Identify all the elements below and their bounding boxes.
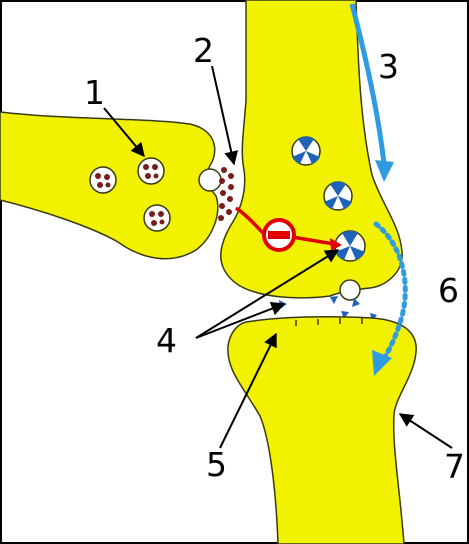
release-pocket-central	[340, 280, 360, 300]
label-3: 3	[378, 47, 399, 86]
vesicle-left-1	[90, 167, 116, 193]
label-2: 2	[193, 31, 214, 70]
vesicle-left-2	[138, 158, 164, 184]
label-5: 5	[206, 445, 227, 484]
release-pocket-left	[199, 169, 221, 191]
label-4: 4	[156, 321, 177, 360]
blue-vesicle-1	[292, 136, 320, 165]
label-6: 6	[438, 271, 459, 310]
no-entry-icon	[264, 220, 294, 250]
label-7: 7	[444, 447, 465, 486]
transport-arrow-head	[375, 160, 394, 182]
pointer-arrow-7	[400, 414, 452, 448]
blue-vesicle-2	[324, 181, 352, 210]
vesicle-left-3	[144, 205, 170, 231]
label-1: 1	[84, 73, 105, 112]
